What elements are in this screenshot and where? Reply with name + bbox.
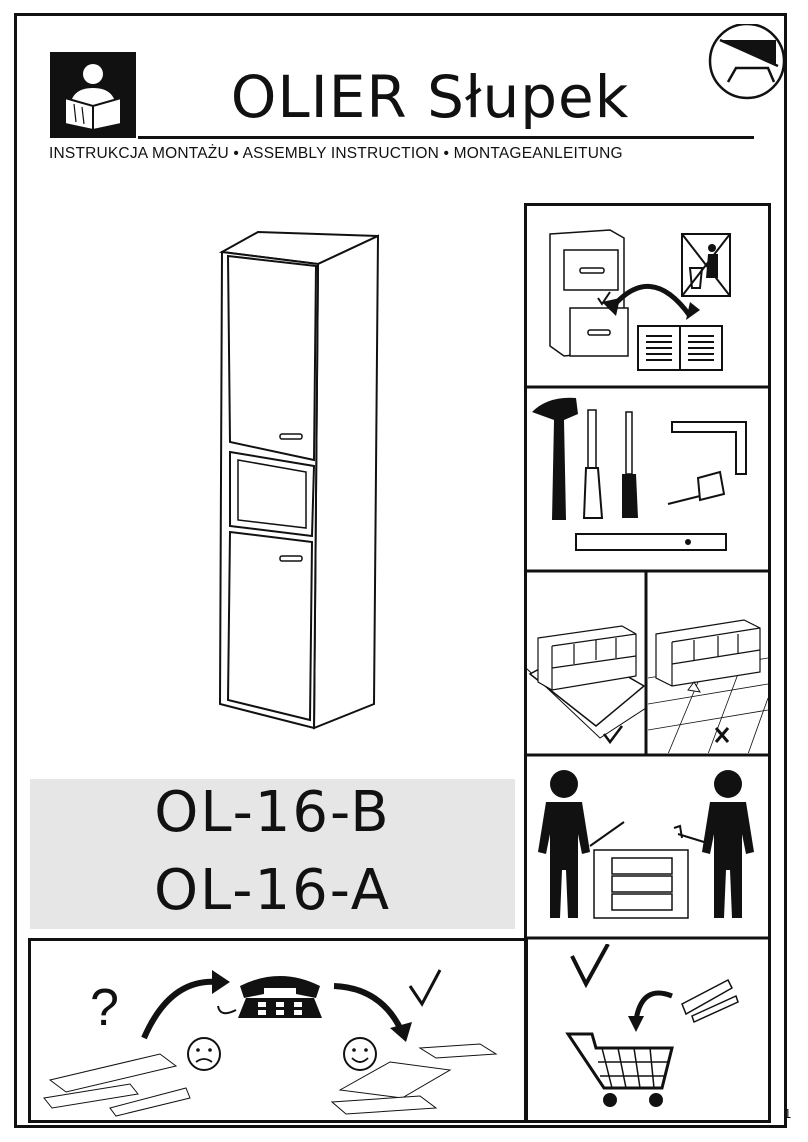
title-divider [138, 136, 754, 139]
phone-support-illustration [40, 958, 520, 1118]
cabinet-illustration [210, 220, 390, 740]
model-band [30, 779, 515, 929]
model-code-a: OL-16-A [153, 858, 392, 923]
model-code-b: OL-16-B [154, 780, 391, 845]
page-frame [14, 13, 787, 1128]
instruction-panels [524, 203, 771, 1123]
reading-person-icon [50, 52, 136, 138]
customer-service-panel [28, 938, 528, 1123]
soft-surface-correct-panel [526, 578, 646, 753]
page-subtitle: INSTRUKCJA MONTAŻU • ASSEMBLY INSTRUCTIO… [49, 145, 623, 162]
tools-panel [528, 392, 768, 562]
two-person-assembly-panel [528, 762, 768, 930]
hardware-cart-panel [532, 944, 768, 1118]
page-number: 1 [784, 1106, 792, 1121]
page-title: OLIER Słupek [230, 63, 630, 131]
hard-floor-wrong-panel [648, 578, 768, 753]
brand-logo-icon [706, 24, 788, 106]
read-manual-panel [540, 220, 760, 380]
question-mark: ? [90, 979, 119, 1037]
